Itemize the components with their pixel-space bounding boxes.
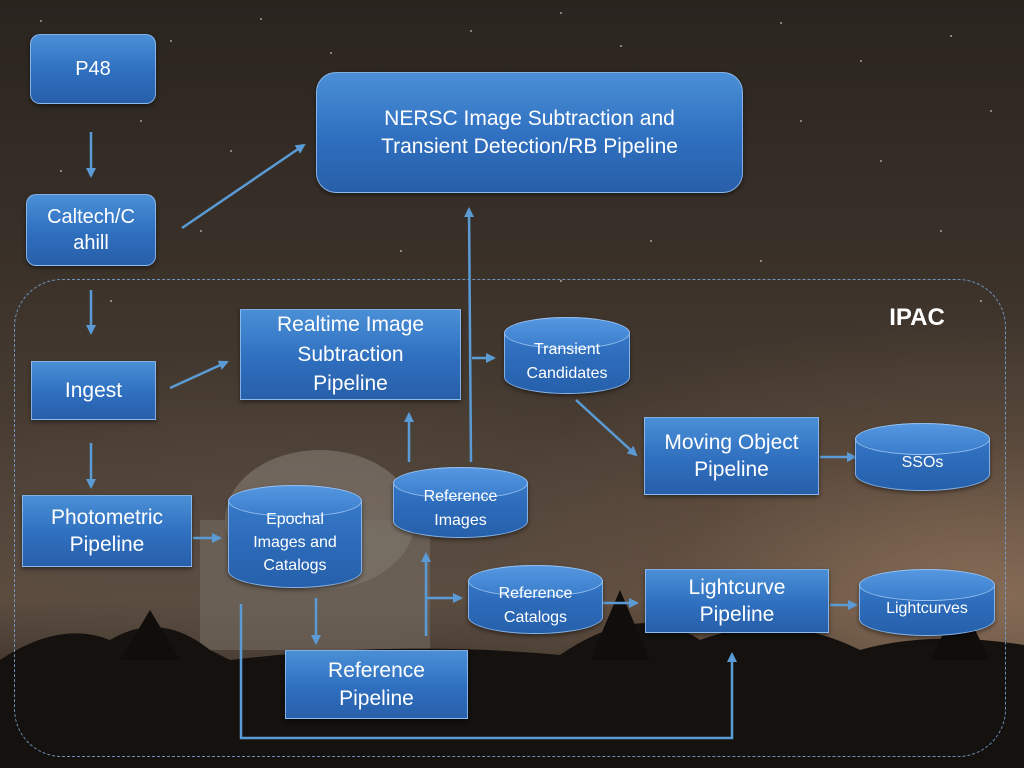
node-lightcurve-pipeline: Lightcurve Pipeline bbox=[645, 569, 829, 633]
node-reference-catalogs: Reference Catalogs bbox=[468, 565, 603, 634]
node-photometric-pipeline: Photometric Pipeline bbox=[22, 495, 192, 567]
ipac-region-label: IPAC bbox=[889, 304, 945, 331]
node-p48: P48 bbox=[30, 34, 156, 104]
lightcurves-label: Lightcurves bbox=[886, 599, 968, 617]
node-ingest: Ingest bbox=[31, 361, 156, 420]
tree-line-silhouette bbox=[0, 623, 1024, 768]
arrow-ingest-to-realtime bbox=[169, 360, 229, 390]
reference-images-label: Reference Images bbox=[423, 488, 498, 529]
node-moving-object-pipeline: Moving Object Pipeline bbox=[644, 417, 819, 495]
node-reference-images: Reference Images bbox=[393, 467, 528, 538]
reference-catalogs-label: Reference Catalogs bbox=[498, 585, 573, 626]
arrow-transient-to-moving bbox=[575, 399, 638, 457]
node-reference-pipeline: Reference Pipeline bbox=[285, 650, 468, 719]
arrow-caltech-to-nersc bbox=[181, 143, 306, 230]
node-lightcurves: Lightcurves bbox=[859, 569, 995, 636]
node-caltech-cahill: Caltech/C ahill bbox=[26, 194, 156, 266]
transient-candidates-label: Transient Candidates bbox=[526, 341, 608, 382]
node-epochal-images-catalogs: Epochal Images and Catalogs bbox=[228, 485, 362, 588]
node-transient-candidates: Transient Candidates bbox=[504, 317, 630, 394]
ssos-label: SSOs bbox=[901, 454, 944, 472]
arrow-refimages-to-nersc bbox=[464, 207, 475, 463]
arrow-epochal-to-lightcurve bbox=[239, 604, 737, 740]
ipac-region-boundary bbox=[14, 279, 1006, 757]
epochal-label: Epochal Images and Catalogs bbox=[253, 510, 337, 575]
node-ssos: SSOs bbox=[855, 423, 990, 491]
node-realtime-subtraction-pipeline: Realtime Image Subtraction Pipeline bbox=[240, 309, 461, 400]
node-nersc-pipeline: NERSC Image Subtraction and Transient De… bbox=[316, 72, 743, 193]
